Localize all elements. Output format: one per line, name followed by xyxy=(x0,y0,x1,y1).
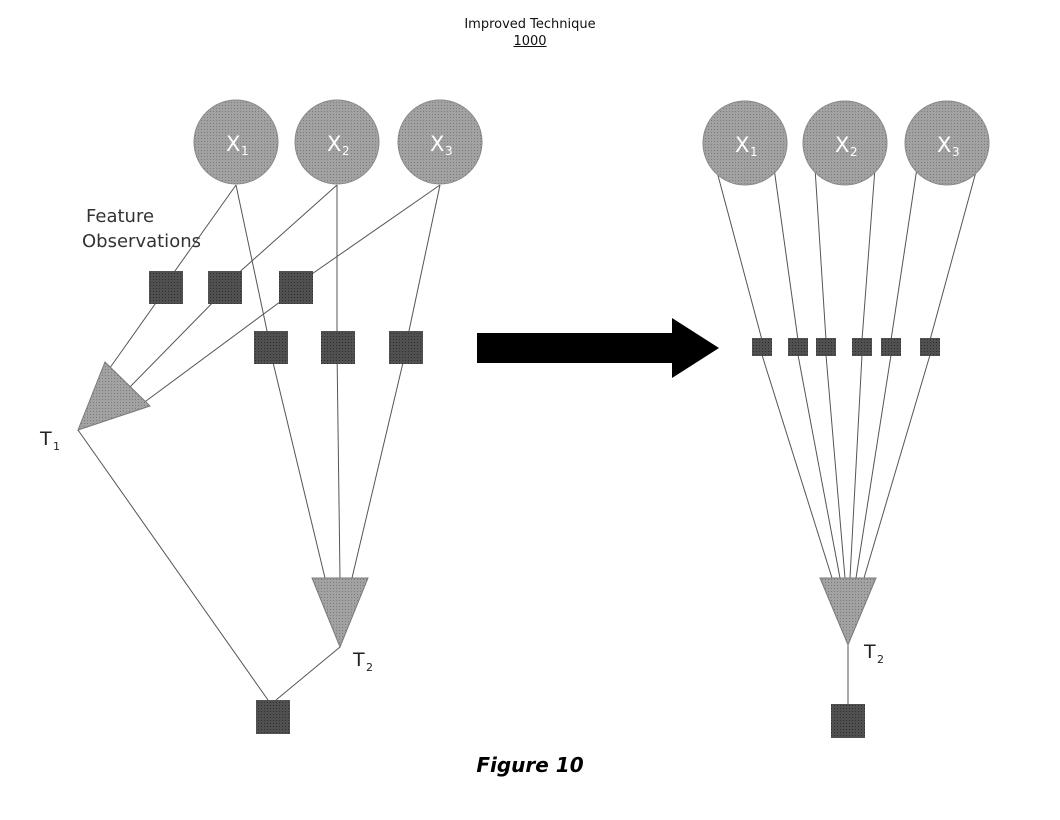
node-label: X xyxy=(835,133,849,157)
edge xyxy=(855,354,892,579)
edge xyxy=(890,167,918,341)
edge xyxy=(224,184,338,286)
observation-square xyxy=(920,338,940,356)
tree-t2-label-subscript: 2 xyxy=(877,653,884,666)
edge xyxy=(863,354,931,579)
observation-square xyxy=(752,338,772,356)
edge xyxy=(849,354,863,579)
node-label: X xyxy=(327,132,341,156)
tree-t2-triangle xyxy=(311,577,369,649)
right-panel: X 1 X 2 X 3 T 2 xyxy=(702,100,990,738)
edge xyxy=(929,167,978,341)
edge xyxy=(269,349,326,579)
node-label-subscript: 3 xyxy=(952,145,960,159)
edge xyxy=(773,167,799,341)
edge xyxy=(336,349,341,579)
tree-t2-label: T xyxy=(352,649,365,671)
edge xyxy=(405,184,441,346)
left-edges xyxy=(77,184,441,701)
node-label-subscript: 1 xyxy=(241,144,249,158)
edge xyxy=(295,184,441,286)
edge xyxy=(814,167,827,341)
left-feature-node-2: X 2 xyxy=(294,99,380,185)
tree-t1-label: T xyxy=(39,428,52,450)
right-feature-node-3: X 3 xyxy=(904,100,990,186)
feature-observations-label-line-2: Observations xyxy=(82,231,201,252)
edge xyxy=(235,184,271,346)
node-label: X xyxy=(937,133,951,157)
right-feature-node-1: X 1 xyxy=(702,100,788,186)
edge xyxy=(126,289,226,391)
observation-square xyxy=(279,271,313,304)
node-label: X xyxy=(226,132,240,156)
right-edges xyxy=(715,167,978,704)
observation-square xyxy=(321,331,355,364)
observation-square xyxy=(254,331,288,364)
observation-square xyxy=(389,331,423,364)
edge xyxy=(861,167,876,341)
left-feature-node-1: X 1 xyxy=(193,99,279,185)
observation-square xyxy=(881,338,901,356)
observation-square xyxy=(816,338,836,356)
left-panel: X 1 X 2 X 3 Feature Observations T 1 T 2 xyxy=(39,99,483,734)
tree-t2-label: T xyxy=(863,641,876,663)
transformation-arrow xyxy=(477,318,719,378)
observation-square xyxy=(149,271,183,304)
edge xyxy=(761,354,833,579)
edge xyxy=(77,429,269,701)
node-label-subscript: 2 xyxy=(342,144,350,158)
figure-header: Improved Technique 1000 xyxy=(0,16,1060,50)
tree-t2-label-subscript: 2 xyxy=(366,661,373,674)
figure-caption: Figure 10 xyxy=(476,753,584,777)
figure-reference-number: 1000 xyxy=(513,34,547,49)
edge xyxy=(164,184,237,286)
right-feature-node-2: X 2 xyxy=(802,100,888,186)
edge xyxy=(351,349,407,579)
node-label-subscript: 3 xyxy=(445,144,453,158)
left-feature-node-3: X 3 xyxy=(397,99,483,185)
node-label-subscript: 1 xyxy=(750,145,758,159)
node-label-subscript: 2 xyxy=(850,145,858,159)
figure-title: Improved Technique xyxy=(464,17,596,32)
edge xyxy=(275,646,341,701)
tree-t2-triangle xyxy=(819,577,877,647)
observation-square xyxy=(788,338,808,356)
edge xyxy=(797,354,841,579)
tree-t1-triangle xyxy=(77,361,151,431)
node-label: X xyxy=(430,132,444,156)
tree-t1-label-subscript: 1 xyxy=(53,440,60,453)
edge xyxy=(715,167,763,341)
left-output-square xyxy=(256,700,290,734)
node-label: X xyxy=(735,133,749,157)
feature-observations-label-line-1: Feature xyxy=(86,206,154,227)
edge xyxy=(141,289,297,405)
observation-square xyxy=(852,338,872,356)
right-output-square xyxy=(831,704,865,738)
edge xyxy=(825,354,846,579)
observation-square xyxy=(208,271,242,304)
